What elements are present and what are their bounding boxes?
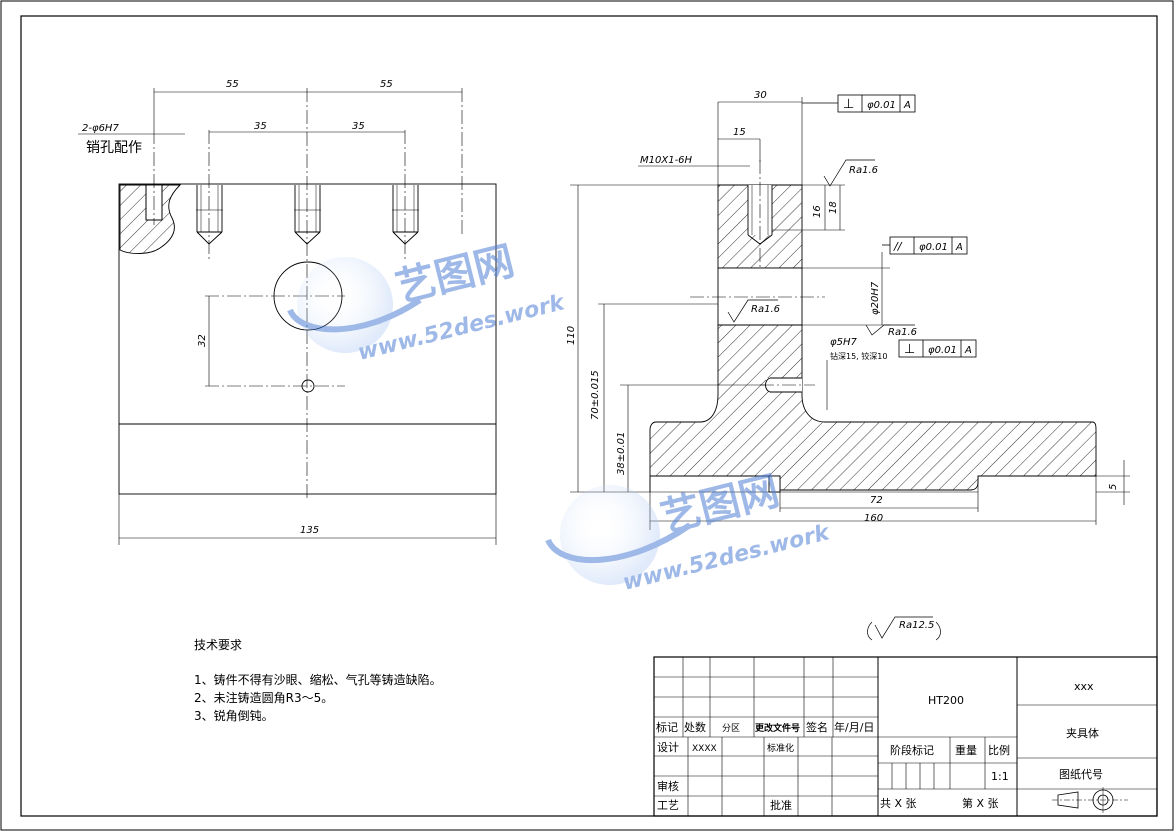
title-block-text: HT200 xxx 夹具体 图纸代号 阶段标记 重量 比例 1:1 共 X 张 … (656, 680, 1103, 812)
approve-label: 批准 (770, 798, 792, 812)
hole-diameter: φ5H7 (830, 337, 857, 348)
watermark-brand-2: 艺图网 (656, 468, 784, 542)
rev-header-date: 年/月/日 (834, 720, 874, 734)
dim-18: 18 (828, 201, 839, 214)
rev-header-count: 处数 (684, 721, 706, 734)
title-block (653, 656, 1158, 817)
threaded-hole-3 (392, 185, 419, 245)
dim-35-left: 35 (254, 121, 267, 132)
section-view-annotations: 30 15 M10X1-6H 16 18 φ20H7 φ5H7 钻深15, 铰深… (566, 90, 1119, 631)
roughness-mid: Ra1.6 (751, 304, 780, 315)
part-name: 夹具体 (1066, 726, 1099, 740)
review-label: 审核 (657, 779, 679, 793)
perp-top-value: φ0.01 (867, 100, 896, 111)
rev-header-doc: 更改文件号 (755, 722, 800, 734)
watermark-1: 艺图网 www.52des.work (287, 238, 568, 366)
dim-110: 110 (566, 326, 577, 345)
threaded-hole-2 (294, 185, 321, 245)
company: xxx (1074, 680, 1094, 693)
dim-55-left: 55 (226, 79, 239, 90)
dim-15: 15 (733, 127, 746, 138)
process-label: 工艺 (657, 799, 679, 812)
parallel-icon: // (893, 240, 903, 253)
standardization-label: 标准化 (767, 742, 794, 754)
sheet-number: 第 X 张 (962, 796, 999, 810)
technical-requirements: 技术要求 1、铸件不得有沙眼、缩松、气孔等铸造缺陷。 2、未注铸造圆角R3～5。… (194, 638, 442, 723)
total-sheets: 共 X 张 (880, 797, 917, 810)
rev-header-sign: 签名 (806, 720, 828, 734)
perpendicular-mid-icon: ⊥ (904, 342, 915, 357)
hole-depth-note: 钻深15, 铰深10 (830, 351, 887, 361)
tech-req-item-3: 3、锐角倒钝。 (194, 709, 274, 723)
roughness-general: Ra12.5 (899, 620, 934, 631)
designer-value: XXXX (692, 744, 717, 754)
perpendicular-icon: ⊥ (843, 97, 854, 112)
perp-mid-datum: A (964, 345, 972, 356)
dim-38: 38±0.01 (616, 432, 627, 475)
scale-label: 比例 (988, 743, 1010, 757)
pin-hole-label: 2-φ6H7 (82, 123, 119, 134)
dim-135: 135 (300, 525, 319, 536)
section-view (570, 94, 1130, 641)
perp-mid-value: φ0.01 (928, 345, 957, 356)
drawing-code: 图纸代号 (1059, 768, 1103, 781)
dim-72: 72 (870, 495, 883, 506)
front-view (78, 88, 497, 545)
dim-160: 160 (864, 513, 883, 524)
roughness-top: Ra1.6 (849, 165, 878, 176)
roughness-right: Ra1.6 (888, 327, 917, 338)
rev-header-mark: 标记 (656, 720, 678, 734)
scale-value: 1:1 (991, 770, 1009, 783)
watermark-brand: 艺图网 (391, 238, 519, 312)
stage-mark: 阶段标记 (890, 743, 934, 757)
dim-32: 32 (197, 334, 208, 347)
tech-req-title: 技术要求 (194, 638, 242, 652)
tech-req-item-2: 2、未注铸造圆角R3～5。 (194, 690, 333, 705)
dim-30: 30 (754, 90, 767, 101)
threaded-hole-1 (196, 185, 223, 245)
designer-label: 设计 (657, 741, 679, 754)
material: HT200 (928, 694, 964, 707)
dim-35-right: 35 (352, 121, 365, 132)
inner-border (20, 15, 1158, 817)
dim-16: 16 (812, 205, 823, 218)
bore-diameter: φ20H7 (870, 281, 881, 315)
dim-55-right: 55 (380, 79, 393, 90)
pin-hole-note: 销孔配作 (86, 140, 142, 156)
dim-5: 5 (1108, 484, 1119, 490)
weight-label: 重量 (955, 743, 977, 757)
projection-icon (1052, 787, 1128, 813)
front-view-dimensions: 55 55 35 35 32 135 2-φ6H7 销孔配作 (82, 79, 393, 536)
dim-70: 70±0.015 (590, 370, 601, 420)
thread-label: M10X1-6H (640, 155, 693, 166)
rev-header-zone: 分区 (722, 723, 740, 734)
parallel-datum: A (955, 242, 963, 253)
parallel-value: φ0.01 (919, 242, 948, 253)
front-view-outline (118, 183, 497, 495)
perp-top-datum: A (903, 100, 911, 111)
tech-req-item-1: 1、铸件不得有沙眼、缩松、气孔等铸造缺陷。 (194, 672, 442, 687)
